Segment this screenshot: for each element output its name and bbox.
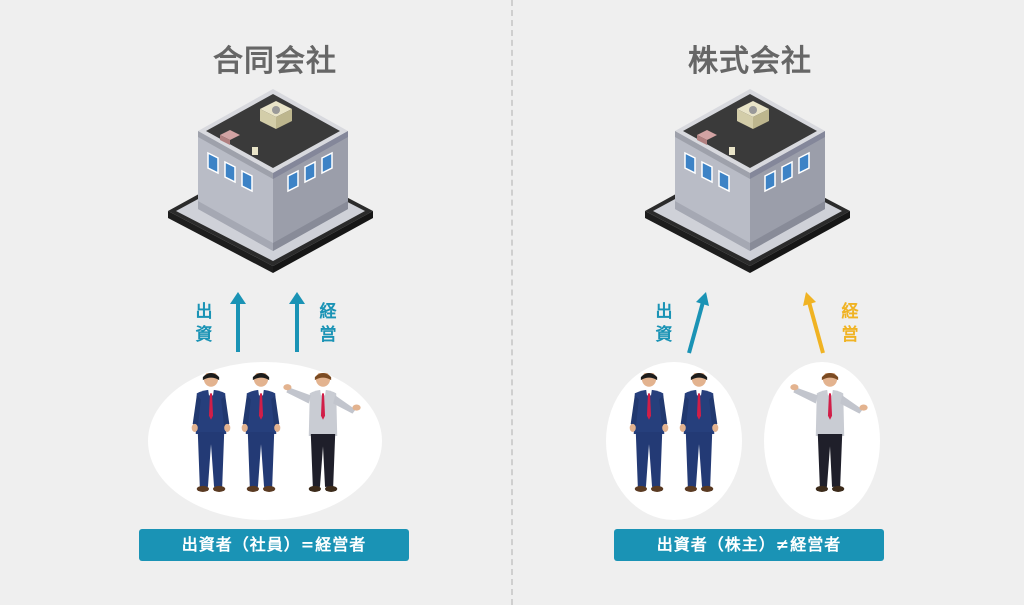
arrow-up-icon	[687, 292, 709, 354]
building-icon	[168, 88, 374, 274]
right-shareholders-group	[606, 362, 742, 520]
right-caption: 出資者（株主）≠経営者	[614, 529, 884, 561]
businessman-icon	[679, 373, 719, 492]
right-label-management: 経営	[841, 302, 859, 345]
businessman-icon	[191, 373, 231, 492]
left-title: 合同会社	[213, 44, 337, 79]
businessman-icon	[629, 373, 669, 492]
left-label-investment: 出資	[195, 302, 213, 345]
arrow-up-icon	[289, 292, 305, 352]
manager-icon	[283, 373, 361, 492]
right-label-investment: 出資	[655, 302, 673, 345]
manager-icon	[790, 373, 868, 492]
right-title: 株式会社	[688, 44, 812, 79]
arrow-up-icon	[803, 292, 825, 354]
center-divider	[511, 0, 513, 605]
building-icon	[645, 88, 851, 274]
left-label-management: 経営	[319, 302, 337, 345]
arrow-up-icon	[230, 292, 246, 352]
businessman-icon	[241, 373, 281, 492]
left-caption: 出資者（社員）=経営者	[139, 529, 409, 561]
